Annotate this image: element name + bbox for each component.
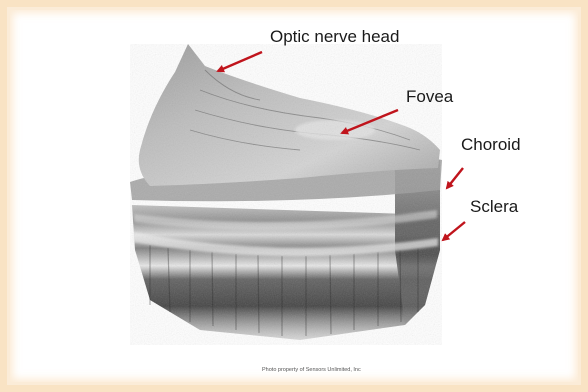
label-choroid: Choroid [461, 136, 521, 153]
photo-credit: Photo property of Sensors Unlimited, Inc [262, 367, 361, 373]
arrow-choroid [447, 168, 463, 188]
label-optic-nerve-head: Optic nerve head [270, 28, 399, 45]
arrow-sclera [443, 222, 465, 240]
arrow-optic-nerve-head [218, 52, 262, 71]
label-sclera: Sclera [470, 198, 518, 215]
arrow-fovea [342, 110, 398, 133]
label-fovea: Fovea [406, 88, 453, 105]
